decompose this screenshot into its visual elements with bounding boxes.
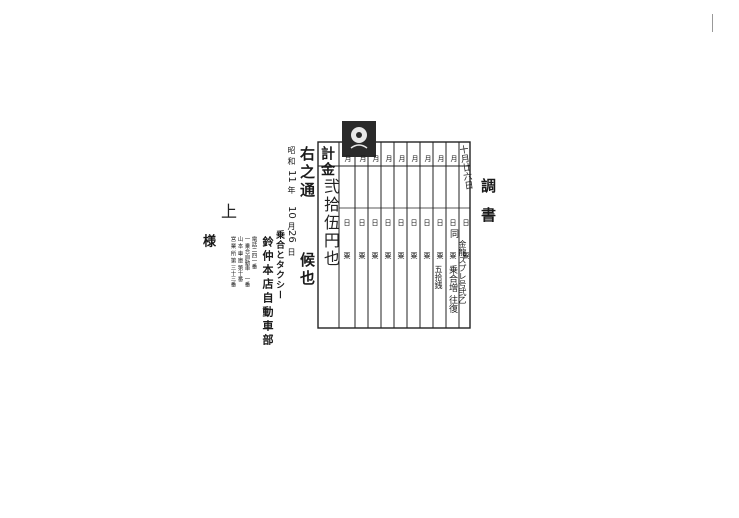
- row-unit-label: 粟: [343, 252, 351, 259]
- row-unit-label: 粟: [384, 252, 392, 259]
- row-day-label: 日: [371, 219, 379, 226]
- row-day-label: 日: [462, 219, 470, 226]
- total-amount: 弐拾伍円也: [321, 178, 340, 268]
- date-month: 10: [286, 206, 297, 219]
- row-note: 乗合増 往復: [447, 265, 457, 313]
- month-label: 月: [359, 155, 367, 162]
- month-label: 月: [450, 155, 458, 162]
- scan-edge-mark: [712, 14, 713, 32]
- row-detail: 金龍スプレ号弐乙: [458, 240, 467, 304]
- month-label: 月: [398, 155, 406, 162]
- row-unit-label: 粟: [371, 252, 379, 259]
- closing-suffix: 候也: [298, 252, 316, 288]
- address-line: 電話二四一番: [250, 236, 257, 269]
- month-label: 月: [344, 155, 352, 162]
- row-note: 五拾銭: [434, 265, 443, 289]
- row-unit-label: 粟: [449, 252, 457, 259]
- row-unit-label: 粟: [397, 252, 405, 259]
- row-unit-label: 粟: [358, 252, 366, 259]
- month-label: 月: [385, 155, 393, 162]
- row-unit-label: 粟: [436, 252, 444, 259]
- row-day-label: 日: [384, 219, 392, 226]
- recipient-honorific: 様: [200, 234, 215, 247]
- row-day-label: 日: [343, 219, 351, 226]
- row-day-label: 日: [397, 219, 405, 226]
- revenue-stamp: [342, 121, 376, 157]
- row-unit-label: 粟: [462, 252, 470, 259]
- row-unit-label: 粟: [410, 252, 418, 259]
- month-label: 月: [424, 155, 432, 162]
- date-day-label: 日: [287, 248, 296, 256]
- row-day-label: 日: [423, 219, 431, 226]
- address-line: 一 乗合自動車 一番: [243, 236, 250, 288]
- row-detail: 同: [448, 229, 458, 238]
- date-day: 26: [286, 230, 297, 243]
- company-type: 乗合とタクシー: [274, 230, 284, 300]
- date-year: 11: [286, 170, 297, 183]
- month-label: 月: [411, 155, 419, 162]
- row-day-label: 日: [358, 219, 366, 226]
- date-year-label: 年: [287, 186, 296, 194]
- document-title: 調書: [479, 178, 497, 236]
- month-label: 月: [437, 155, 445, 162]
- date-era: 昭和: [287, 146, 296, 168]
- row-unit-label: 粟: [423, 252, 431, 259]
- company-name: 鈴仲本店自動車部: [261, 236, 274, 348]
- month-label: 月: [372, 155, 380, 162]
- recipient-handwritten: 上: [218, 203, 237, 219]
- row-day-label: 日: [410, 219, 418, 226]
- total-label: 計金: [319, 146, 335, 178]
- row-day-label: 日: [449, 219, 457, 226]
- address-line: 営 業 所 第 三十三番: [229, 236, 236, 287]
- address-line: 山 本 車 庫 第十番: [236, 236, 243, 282]
- row-day-label: 日: [436, 219, 444, 226]
- date-month-label: 月: [287, 222, 296, 230]
- closing-phrase: 右之通: [298, 146, 316, 200]
